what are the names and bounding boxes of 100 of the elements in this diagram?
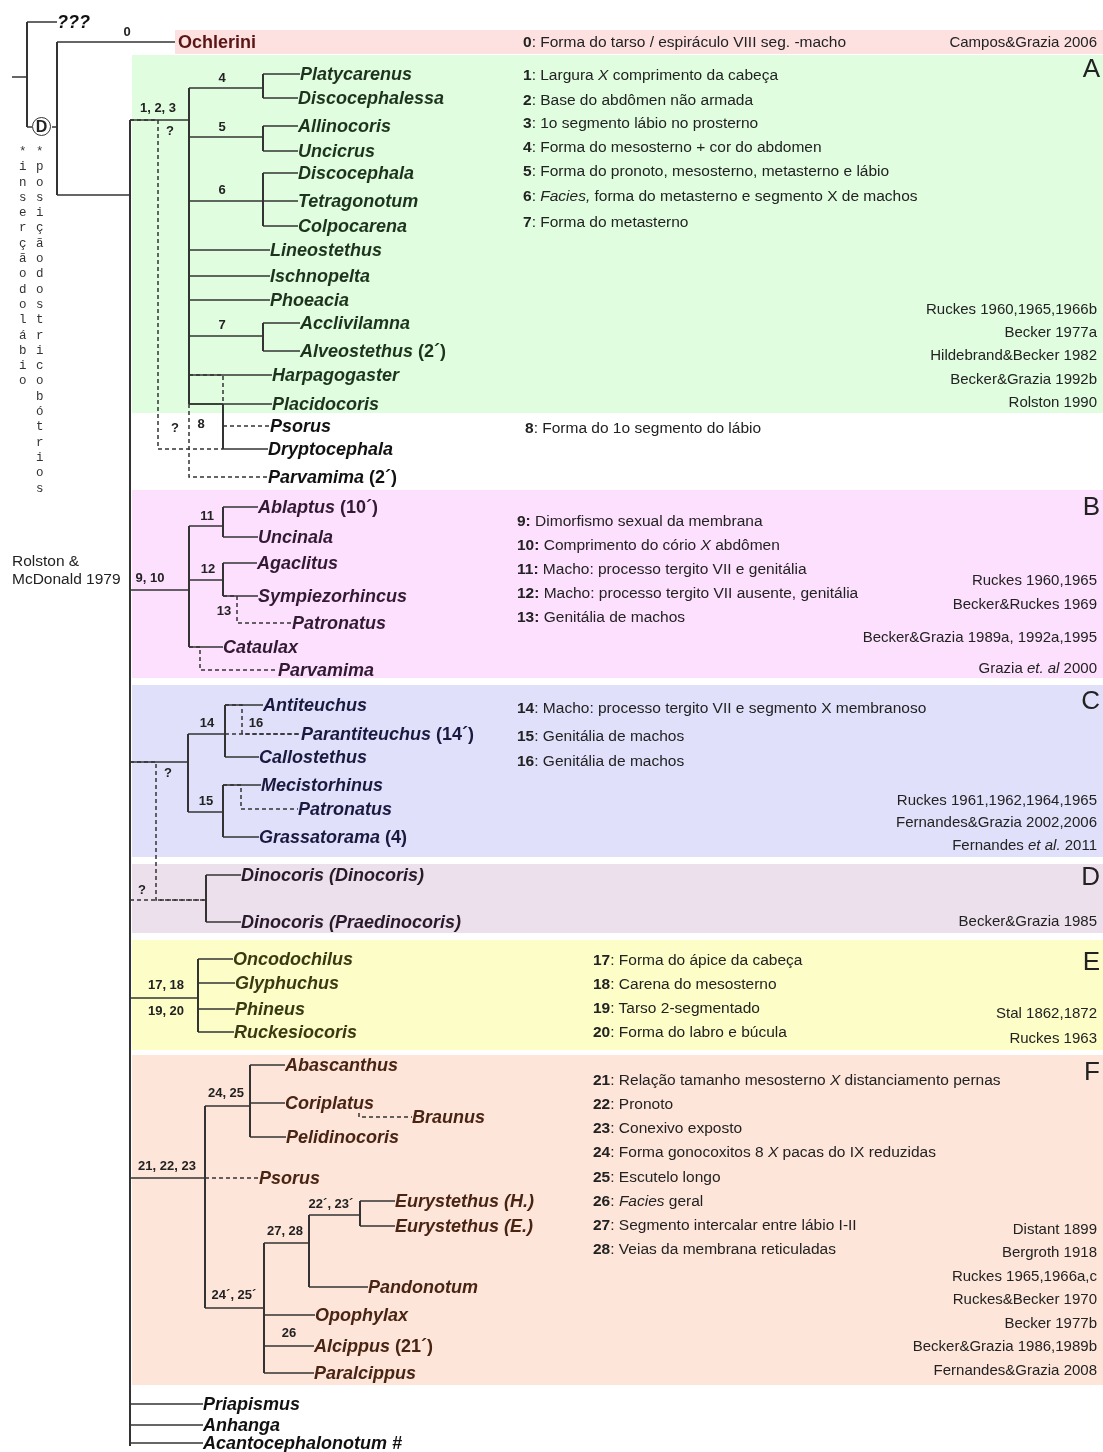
vertical-note: *inserção do lábio xyxy=(19,145,27,390)
reference-citation: Becker&Grazia 1989a, 1992a,1995 xyxy=(862,627,1097,647)
taxon-name: Uncinala xyxy=(258,527,334,547)
taxon-name: Sympiezorhincus xyxy=(258,586,408,606)
branch-label: 11 xyxy=(200,509,214,523)
branch-line xyxy=(188,87,264,89)
taxon-name: Ochlerini xyxy=(178,30,257,54)
branch-label: 7 xyxy=(218,318,226,332)
character-description: 18: Carena do mesosterno xyxy=(593,974,777,994)
clade-band xyxy=(132,685,1103,857)
character-description: 10: Comprimento do cório X abdômen xyxy=(517,535,780,555)
character-description: 3: 1o segmento lábio no prosterno xyxy=(523,113,759,133)
branch-line xyxy=(262,97,299,99)
branch-line xyxy=(263,1372,315,1374)
branch-line xyxy=(205,921,242,923)
taxon-name: Patronatus xyxy=(298,799,393,819)
taxon-name: Allinocoris xyxy=(298,116,391,136)
branch-line xyxy=(204,1307,265,1309)
reference-citation: Becker 1977a xyxy=(1004,322,1097,342)
branch-label: 9, 10 xyxy=(135,571,165,585)
taxon-name: Acantocephalonotum # xyxy=(203,1433,403,1452)
branch-line xyxy=(222,448,269,450)
character-description: 23: Conexivo exposto xyxy=(593,1118,743,1138)
reference-citation: Fernandes&Grazia 2002,2006 xyxy=(896,812,1097,832)
branch-line xyxy=(262,172,299,174)
taxon-name: Discocephalessa xyxy=(298,88,445,108)
taxon-name: Pandonotum xyxy=(368,1277,478,1297)
branch-label: 24´, 25´ xyxy=(211,1288,257,1302)
note-text: Rolston & McDonald 1979 xyxy=(12,552,122,588)
taxon-name: ??? xyxy=(57,12,90,32)
branch-label: 19, 20 xyxy=(147,1003,185,1019)
branch-line xyxy=(249,1136,287,1138)
branch-line xyxy=(187,811,224,813)
character-description: 2: Base do abdômen não armada xyxy=(523,90,754,110)
branch-label: 1, 2, 3 xyxy=(139,101,177,115)
taxon-name: Platycarenus xyxy=(300,64,413,84)
note-text: 8: Forma do 1o segmento do lábio xyxy=(525,419,762,437)
node-circle: D xyxy=(32,117,51,136)
taxon-name: Pelidinocoris xyxy=(286,1127,400,1147)
reference-citation: Fernandes&Grazia 2008 xyxy=(933,1360,1097,1380)
branch-line xyxy=(204,1177,260,1179)
taxon-name: Dinocoris (Dinocoris) xyxy=(241,865,424,885)
character-description: 12: Macho: processo tergito VII ausente, genitália xyxy=(517,583,859,603)
character-description: 27: Segmento intercalar entre lábio I-II xyxy=(593,1215,857,1235)
branch-label: ? xyxy=(138,883,146,897)
taxon-name: Colpocarena xyxy=(298,216,408,236)
branch-line xyxy=(188,299,271,301)
taxon-name: Opophylax xyxy=(315,1305,408,1325)
clade-band xyxy=(132,864,1103,933)
character-description: 14: Macho: processo tergito VII e segmento X membranoso xyxy=(517,698,927,718)
clade-letter: E xyxy=(1082,944,1100,978)
branch-line xyxy=(51,126,58,128)
character-description: 28: Veias da membrana reticuladas xyxy=(593,1239,836,1259)
branch-label: ? xyxy=(166,124,174,138)
taxon-name: Dryptocephala xyxy=(268,439,394,459)
branch-line xyxy=(249,1064,286,1066)
branch-line xyxy=(224,733,302,735)
taxon-name: Antiteuchus xyxy=(263,695,367,715)
reference-citation: Becker 1977b xyxy=(1004,1313,1097,1333)
reference-citation: Ruckes 1961,1962,1964,1965 xyxy=(896,790,1097,810)
clade-letter: D xyxy=(1081,859,1100,893)
taxon-name: Callostethus xyxy=(259,747,368,767)
reference-citation: Distant 1899 xyxy=(1012,1219,1097,1239)
branch-label: 16 xyxy=(248,716,264,730)
branch-line xyxy=(263,1314,316,1316)
taxon-name: Oncodochilus xyxy=(233,949,353,969)
clade-band xyxy=(132,490,1103,678)
branch-label: 15 xyxy=(198,794,214,808)
character-description: 16: Genitália de machos xyxy=(517,751,685,771)
branch-line xyxy=(222,595,293,624)
taxon-name: Tetragonotum xyxy=(298,191,419,211)
branch-line xyxy=(188,403,269,478)
taxon-name: Alveostethus (2´) xyxy=(300,341,447,361)
reference-citation: Bergroth 1918 xyxy=(1001,1242,1097,1262)
branch-line xyxy=(129,761,207,901)
branch-line xyxy=(197,1031,235,1033)
taxon-name: Ischnopelta xyxy=(270,266,371,286)
clade-band xyxy=(132,55,1103,413)
taxon-name: Paralcippus xyxy=(314,1363,417,1383)
branch-label: ? xyxy=(171,420,179,436)
taxon-name: Placidocoris xyxy=(272,394,380,414)
taxon-name: Ruckesiocoris xyxy=(234,1022,358,1042)
branch-label: 17, 18 xyxy=(147,978,185,992)
branch-label: 6 xyxy=(218,183,226,197)
character-description: 24: Forma gonocoxitos 8 X pacas do IX reduzidas xyxy=(593,1142,936,1162)
taxon-name: Anhanga xyxy=(203,1415,280,1435)
branch-line xyxy=(262,322,301,324)
taxon-name: Coriplatus xyxy=(285,1093,374,1113)
clade-band xyxy=(132,1055,1103,1385)
taxon-name: Braunus xyxy=(412,1107,485,1127)
branch-label: 21, 22, 23 xyxy=(138,1159,196,1173)
character-description: 20: Forma do labro e búcula xyxy=(593,1022,787,1042)
taxon-name: Eurystethus (E.) xyxy=(395,1216,534,1236)
reference-citation: Rolston 1990 xyxy=(1008,392,1097,412)
branch-label: 13 xyxy=(216,604,232,618)
character-description: 13: Genitália de machos xyxy=(517,607,685,627)
character-description: 17: Forma do ápice da cabeça xyxy=(593,950,803,970)
reference-citation: Becker&Grazia 1985 xyxy=(958,911,1097,931)
branch-line xyxy=(263,1242,310,1244)
branch-line xyxy=(249,1102,286,1104)
